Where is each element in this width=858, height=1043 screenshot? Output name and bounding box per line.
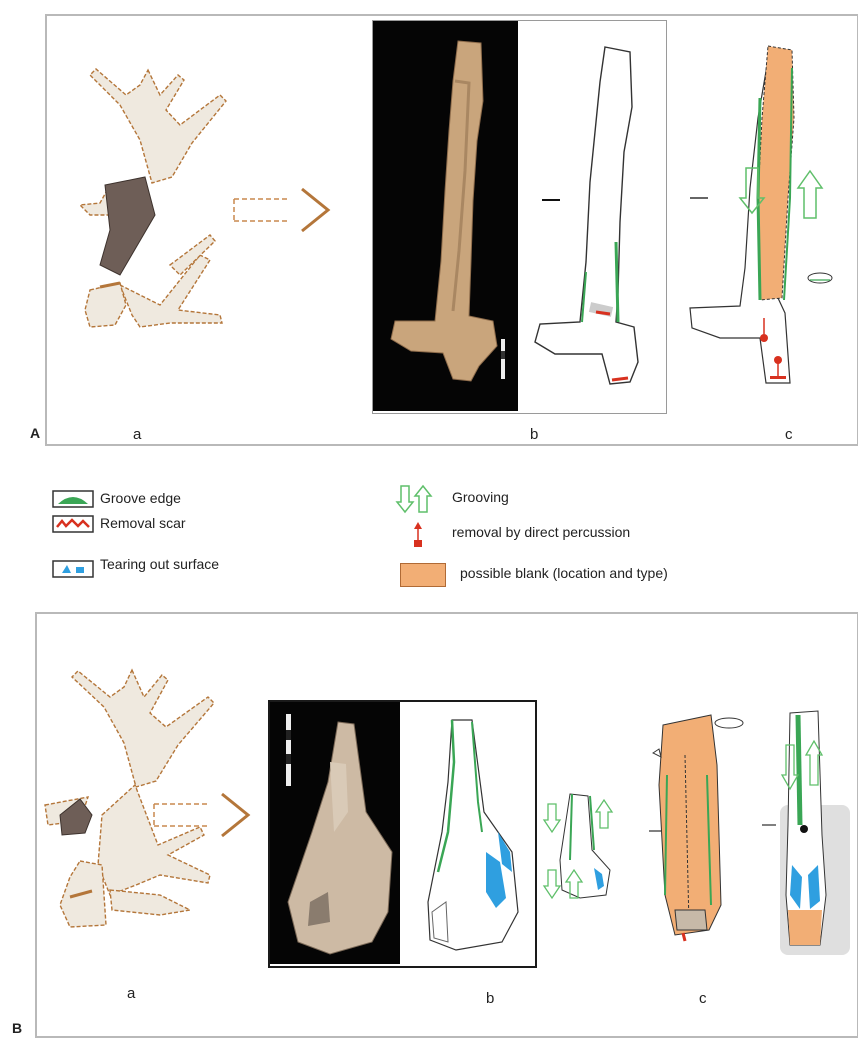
legend-removal-scar: Removal scar: [100, 515, 186, 531]
antler-photo-b: [270, 702, 400, 964]
panel-b-grooving-sketch: [540, 790, 620, 910]
legend-groove-edge: Groove edge: [100, 490, 181, 506]
panel-b-drawing-c2: [760, 705, 850, 965]
panel-b-letter: B: [12, 1020, 22, 1036]
percussion-icon: [410, 520, 426, 550]
antler-photo-a: [373, 21, 518, 411]
panel-a-drawing-c: [680, 38, 830, 398]
panel-b-drawing-c: [645, 705, 735, 945]
panel-a-label-b: b: [530, 426, 538, 443]
removal-scar-icon: [52, 515, 94, 533]
tearing-surface-icon: [52, 560, 94, 578]
panel-a-label-a: a: [133, 426, 141, 443]
panel-a-drawing-b: [520, 22, 665, 412]
groove-edge-icon: [52, 490, 94, 508]
panel-a-letter: A: [30, 425, 40, 441]
legend-tearing-surface: Tearing out surface: [100, 556, 219, 572]
selected-segment-a: [100, 177, 155, 275]
panel-b-label-a: a: [127, 985, 135, 1002]
panel-a-transition-arrow: [232, 185, 332, 235]
panel-b-photo: [270, 702, 400, 964]
panel-b-drawing-b: [402, 702, 532, 964]
legend-grooving: Grooving: [452, 489, 509, 505]
panel-a-label-c: c: [785, 426, 793, 443]
panel-b-label-b: b: [486, 990, 494, 1007]
panel-a-antler-diagram: [60, 65, 250, 365]
legend-percussion: removal by direct percussion: [452, 524, 630, 540]
blank-swatch: [400, 563, 446, 587]
panel-b-label-c: c: [699, 990, 707, 1007]
panel-a-photo: [373, 21, 518, 411]
legend-blank: possible blank (location and type): [460, 565, 668, 581]
grooving-icon: [395, 484, 435, 514]
panel-b-transition-arrow: [152, 790, 252, 840]
